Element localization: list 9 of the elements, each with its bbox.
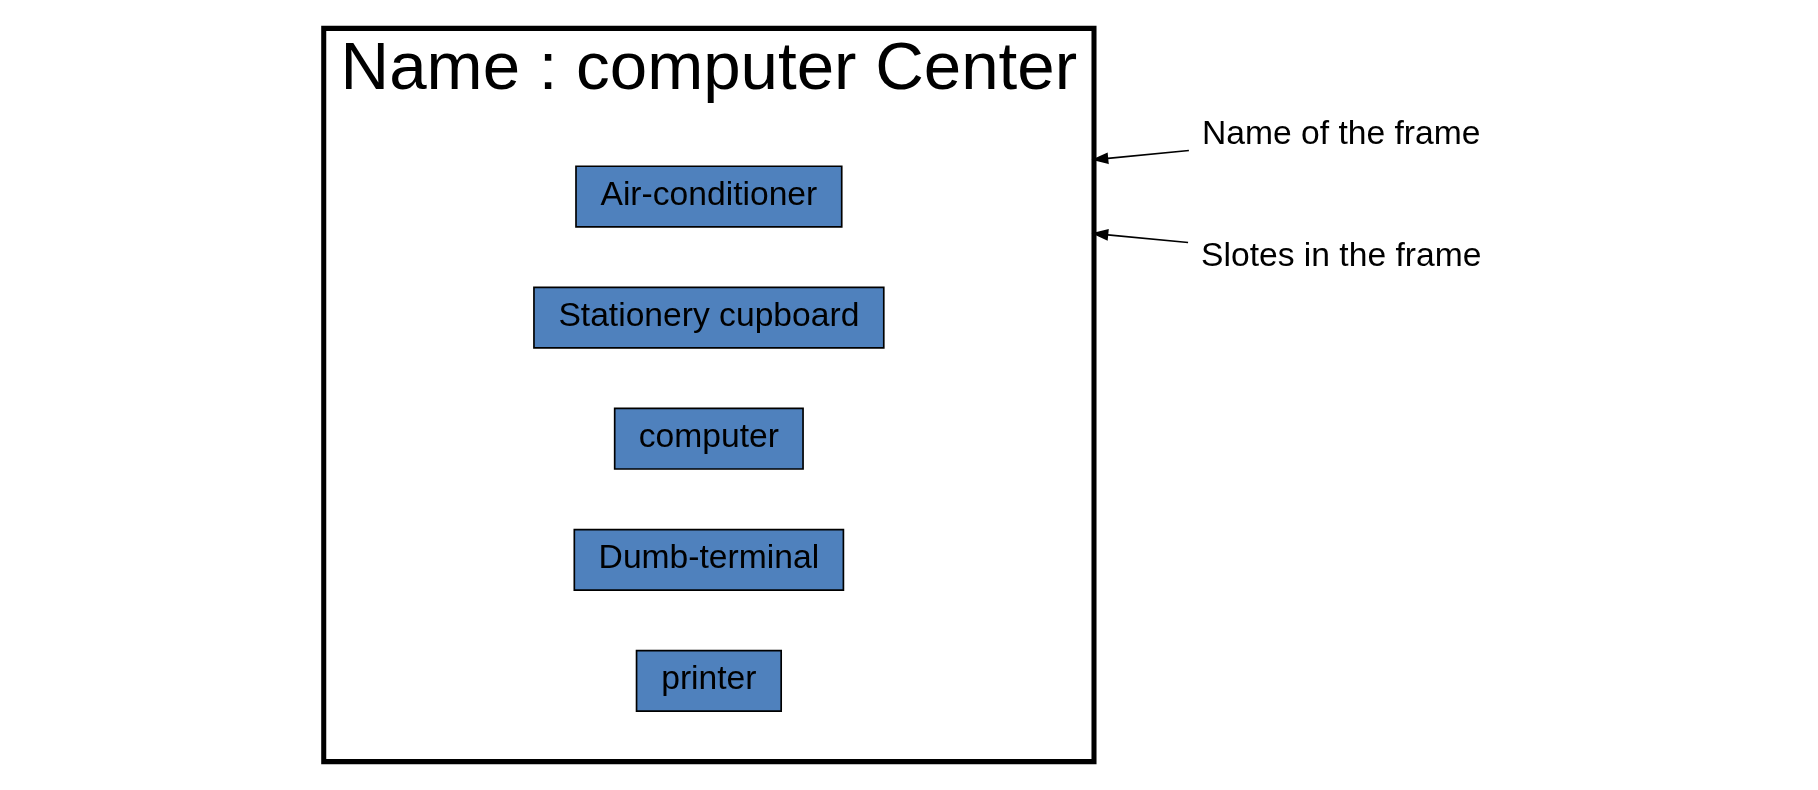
node-text: Name of the frame — [1201, 114, 1481, 152]
arrow — [1091, 149, 1190, 165]
node-text: Slotes in the frame — [1201, 235, 1482, 273]
node-box: printer — [635, 649, 782, 712]
node-box: Air-conditioner — [575, 165, 843, 228]
node-box: computer — [613, 407, 804, 470]
node-box: Stationery cupboard — [533, 286, 885, 349]
arrow — [1091, 228, 1189, 244]
node-box: Dumb-terminal — [573, 528, 845, 591]
